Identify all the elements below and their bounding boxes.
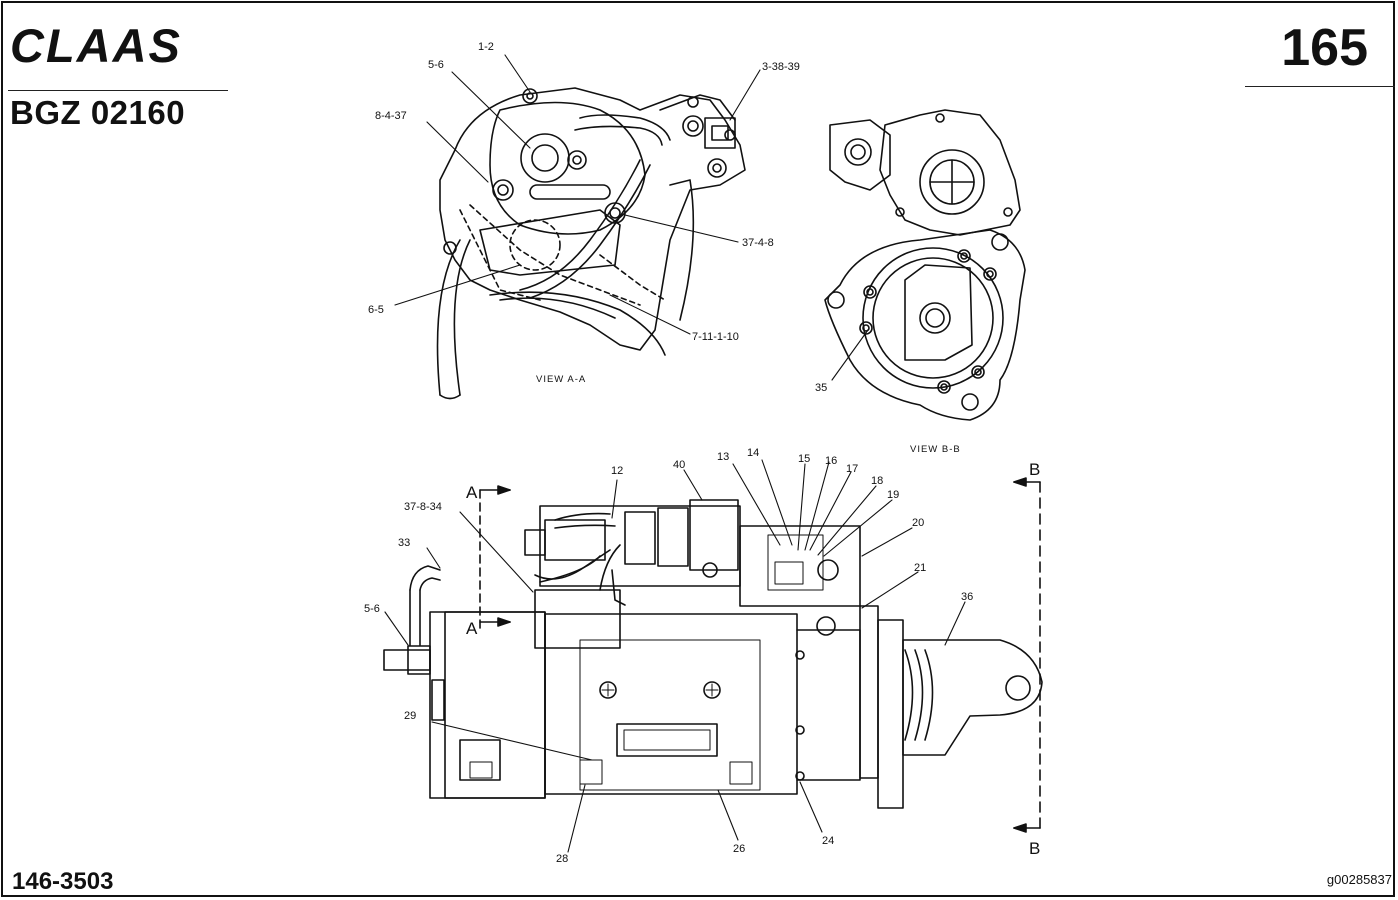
callout-1-2: 1-2 <box>478 41 494 53</box>
callout-12: 12 <box>611 465 623 477</box>
main-starter-drawing <box>383 477 1043 833</box>
callout-16: 16 <box>825 455 837 467</box>
callout-21: 21 <box>914 562 926 574</box>
callout-labels: 1-2 5-6 8-4-37 3-38-39 37-4-8 6-5 7-11-1… <box>364 41 973 865</box>
section-labels: A A B B <box>466 460 1040 858</box>
section-line-a <box>479 485 511 631</box>
section-label-a-top: A <box>466 483 478 502</box>
callout-35: 35 <box>815 382 827 394</box>
callout-5-6-main: 5-6 <box>364 603 380 615</box>
callout-8-4-37: 8-4-37 <box>375 110 407 122</box>
callout-36: 36 <box>961 591 973 603</box>
view-b-b-drawing <box>824 109 1026 421</box>
section-line-b <box>1013 477 1041 833</box>
header-rule-left <box>8 90 228 91</box>
callout-33: 33 <box>398 537 410 549</box>
callout-15: 15 <box>798 453 810 465</box>
callout-37-4-8: 37-4-8 <box>742 237 774 249</box>
page-number: 165 <box>1281 19 1368 77</box>
callout-17: 17 <box>846 463 858 475</box>
document-code: BGZ 02160 <box>10 94 186 131</box>
callout-19: 19 <box>887 489 899 501</box>
part-number: 146-3503 <box>12 868 114 895</box>
leader-lines <box>384 54 966 853</box>
callout-40: 40 <box>673 459 685 471</box>
view-a-a-label: VIEW A-A <box>536 374 586 385</box>
callout-6-5: 6-5 <box>368 304 384 316</box>
callout-29: 29 <box>404 710 416 722</box>
section-label-a-bottom: A <box>466 619 478 638</box>
callout-3-38-39: 3-38-39 <box>762 61 800 73</box>
callout-26: 26 <box>733 843 745 855</box>
brand-logo-text: CLAAS <box>10 24 182 68</box>
callout-14: 14 <box>747 447 759 459</box>
image-id: g00285837 <box>1326 872 1392 887</box>
callout-24: 24 <box>822 835 834 847</box>
section-label-b-top: B <box>1029 460 1040 479</box>
view-labels: VIEW A-A VIEW B-B <box>536 374 961 455</box>
callout-7-11-1-10: 7-11-1-10 <box>692 331 739 343</box>
view-b-b-label: VIEW B-B <box>910 444 961 455</box>
callout-5-6-top: 5-6 <box>428 59 444 71</box>
callout-37-8-34: 37-8-34 <box>404 501 442 513</box>
claas-logo: CLAAS <box>10 24 182 68</box>
callout-13: 13 <box>717 451 729 463</box>
header-rule-right <box>1245 86 1395 87</box>
callout-18: 18 <box>871 475 883 487</box>
view-a-a-drawing <box>436 87 746 400</box>
section-label-b-bottom: B <box>1029 839 1040 858</box>
callout-28: 28 <box>556 853 568 865</box>
callout-20: 20 <box>912 517 924 529</box>
